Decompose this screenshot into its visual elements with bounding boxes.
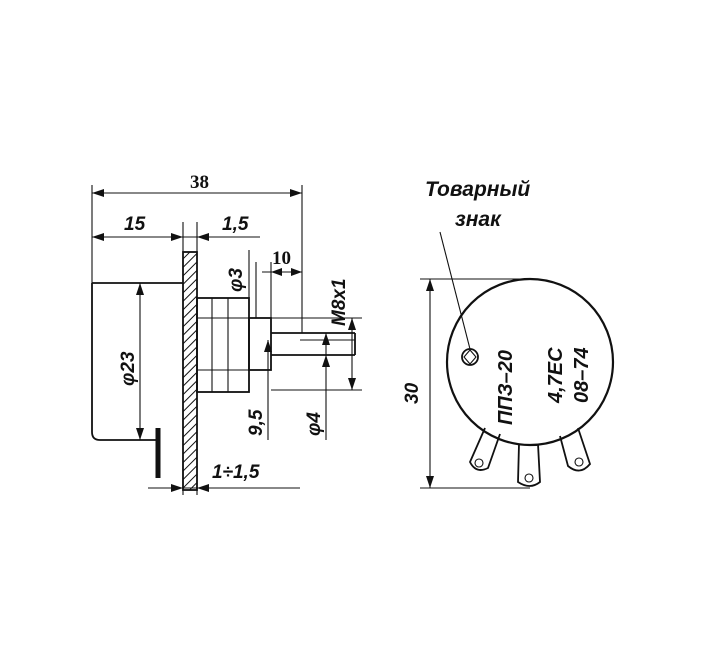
dim-shaft-length: 10 — [272, 248, 291, 269]
arrow — [322, 355, 330, 367]
dim-front-diameter: 30 — [402, 382, 423, 404]
arrow — [348, 318, 356, 330]
arrow — [92, 189, 104, 197]
bushing-nut — [196, 297, 250, 393]
mounting-panel — [182, 251, 198, 491]
dim-body-diameter: φ23 — [118, 351, 139, 386]
dim-flat: 9,5 — [246, 409, 267, 436]
side-view: 38 15 1,5 10 φ3 φ23 M8x1 9,5 — [91, 172, 362, 495]
terminal-right — [559, 427, 592, 472]
marking-line2: 4,7ЕС — [545, 347, 567, 404]
arrow — [426, 279, 434, 291]
arrow — [348, 378, 356, 390]
dim-gap: 1÷1,5 — [212, 462, 260, 483]
trademark-label-line2: знак — [455, 208, 502, 231]
trademark-label-line1: Товарный — [425, 178, 530, 201]
dim-thread: M8x1 — [329, 278, 350, 326]
arrow — [271, 268, 282, 276]
arrow — [291, 268, 302, 276]
terminal-left — [469, 427, 501, 471]
marking-line3: 08–74 — [571, 347, 593, 403]
front-view: Товарный знак 30 ППЗ–20 4,7ЕС 08–74 — [402, 178, 615, 489]
arrow — [171, 233, 183, 241]
arrow — [136, 283, 144, 295]
arrow — [290, 189, 302, 197]
arrow — [136, 428, 144, 440]
dim-panel-thickness: 1,5 — [222, 214, 249, 235]
dim-bushing-diameter: φ3 — [226, 268, 247, 292]
arrow — [264, 340, 272, 352]
arrow — [92, 233, 104, 241]
dim-shaft-diameter: φ4 — [304, 412, 325, 436]
terminal-middle — [517, 443, 541, 487]
threaded-sleeve — [248, 317, 272, 371]
marking-line1: ППЗ–20 — [495, 350, 517, 425]
dim-overall-length: 38 — [190, 172, 209, 193]
arrow — [426, 476, 434, 488]
trademark-icon — [461, 348, 479, 366]
arrow — [322, 333, 330, 345]
body-outline — [91, 283, 160, 441]
trademark-leader — [439, 231, 471, 350]
dim-body-length: 15 — [124, 214, 146, 235]
arrow — [197, 233, 209, 241]
arrow — [197, 484, 209, 492]
arrow — [171, 484, 183, 492]
